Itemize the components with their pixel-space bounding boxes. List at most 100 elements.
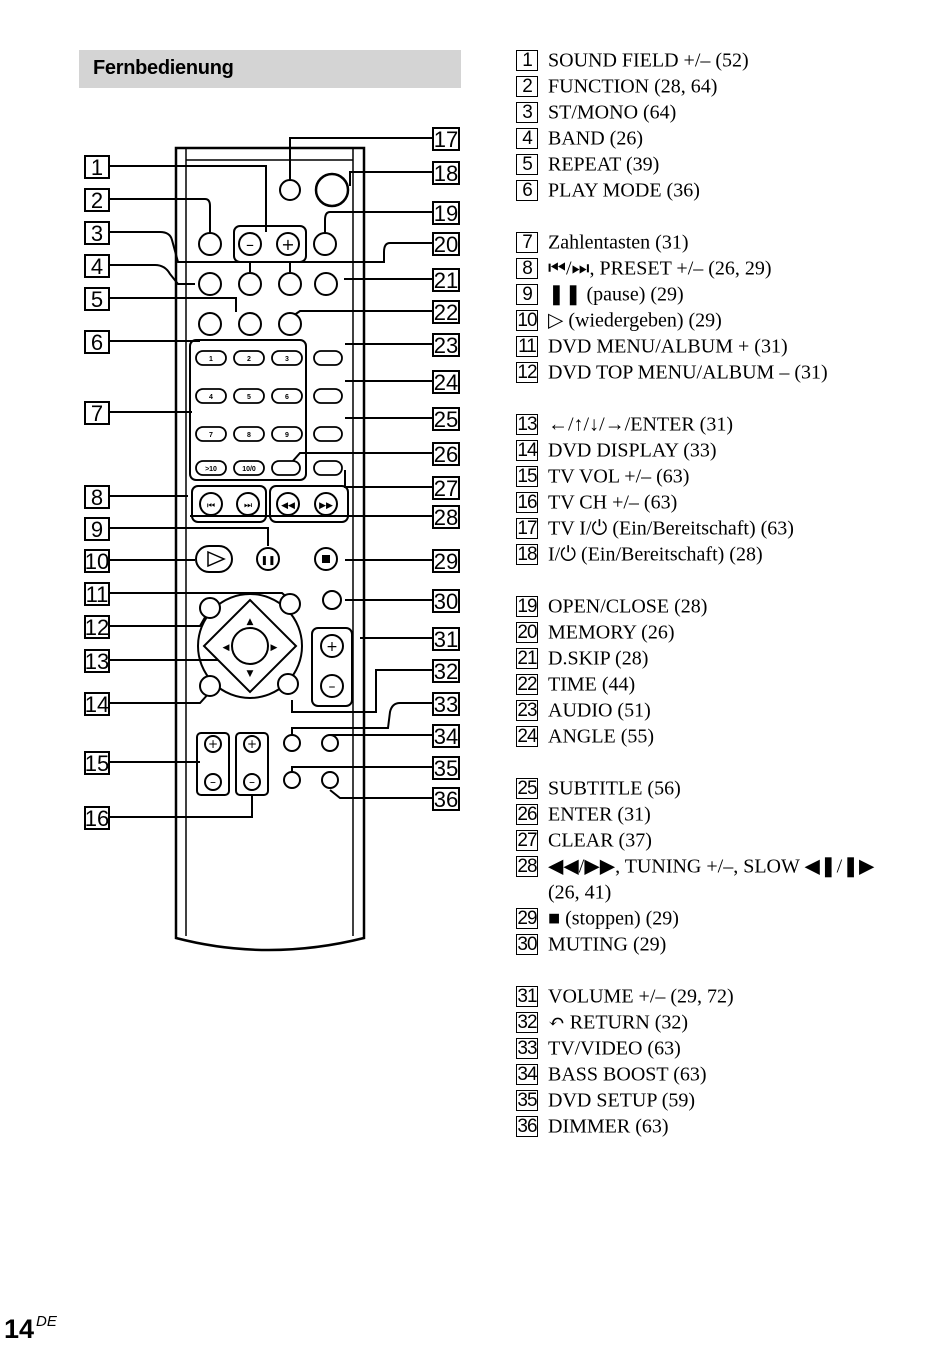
svg-text:10: 10	[85, 549, 109, 574]
skip-key-group	[191, 485, 267, 523]
numeric-key-label: 9	[285, 432, 289, 439]
legend-text: ←/↑/↓/→/ENTER (31)	[548, 413, 733, 436]
svg-text:6: 6	[91, 330, 103, 355]
legend-number: 27	[516, 829, 538, 851]
legend-text: ❚❚ (pause) (29)	[548, 283, 684, 306]
numeric-key-label: 1	[209, 356, 213, 363]
legend-text: TIME (44)	[548, 673, 636, 696]
play-mode-button	[198, 312, 222, 336]
legend-number: 24	[516, 725, 538, 747]
svg-text:21: 21	[434, 268, 458, 293]
svg-text:27: 27	[434, 476, 458, 501]
legend-text: D.SKIP (28)	[548, 647, 649, 670]
tv-ch-plus-button	[243, 735, 261, 753]
svg-text:14: 14	[85, 692, 109, 717]
legend-number: 7	[516, 231, 538, 253]
time-button	[278, 312, 302, 336]
nav-ring	[197, 593, 303, 699]
svg-text:4: 4	[91, 254, 103, 279]
memory-button	[278, 272, 302, 296]
legend-number: 30	[516, 933, 538, 955]
svg-text:11: 11	[86, 582, 109, 607]
pause-button	[256, 547, 280, 571]
sound-field-plus-button	[276, 232, 300, 256]
legend-number: 4	[516, 127, 538, 149]
legend-text: (26, 41)	[548, 881, 612, 904]
power-button	[314, 172, 350, 208]
svg-text:+: +	[247, 737, 257, 751]
section-title-banner: Fernbedienung	[79, 50, 461, 88]
legend-number: 33	[516, 1037, 538, 1059]
legend-number: 20	[516, 621, 538, 643]
svg-text:31: 31	[434, 627, 458, 652]
svg-text:+: +	[208, 737, 218, 751]
legend-item: 21 D.SKIP (28)	[516, 645, 648, 669]
svg-text:7: 7	[91, 401, 103, 426]
search-key-group	[269, 485, 349, 523]
svg-text:▶▶: ▶▶	[319, 501, 333, 511]
svg-text:30: 30	[434, 589, 458, 614]
legend-number: 14	[516, 439, 538, 461]
tv-vol-minus-button	[204, 773, 222, 791]
legend-number: 2	[516, 75, 538, 97]
legend-item: 13 ←/↑/↓/→/ENTER (31)	[516, 411, 733, 435]
svg-text:▶: ▶	[271, 643, 278, 653]
svg-text:▲: ▲	[247, 617, 254, 627]
legend-item: 10▷ (wiedergeben) (29)	[516, 307, 722, 331]
legend-text: SUBTITLE (56)	[548, 777, 681, 800]
legend-text: ↶ RETURN (32)	[548, 1011, 689, 1034]
volume-plus-button	[320, 634, 344, 658]
svg-text:–: –	[210, 775, 216, 789]
svg-text:18: 18	[434, 161, 458, 186]
svg-text:19: 19	[434, 201, 458, 226]
remote-control-diagram: – + 1 2 3 4 5 6 7 8 9 >10 10/0	[84, 127, 460, 952]
svg-text:25: 25	[434, 407, 458, 432]
menu-button	[279, 593, 301, 615]
clear-button	[313, 460, 343, 476]
svg-text:22: 22	[434, 300, 458, 325]
tv-video-button	[283, 734, 301, 752]
legend-item-continuation: (26, 41)	[516, 879, 611, 903]
svg-text:26: 26	[434, 442, 458, 467]
svg-text:–: –	[249, 775, 255, 789]
legend-number: 3	[516, 101, 538, 123]
legend-number: 13	[516, 413, 538, 435]
subtitle-button	[313, 426, 343, 442]
legend-text: CLEAR (37)	[548, 829, 652, 852]
tv-vol-plus-button	[204, 735, 222, 753]
volume-minus-button	[320, 674, 344, 698]
legend-text: VOLUME +/– (29, 72)	[548, 985, 734, 1008]
top-menu-button	[199, 597, 221, 619]
svg-text:32: 32	[434, 659, 458, 684]
band-button	[198, 272, 222, 296]
legend-number: 12	[516, 361, 538, 383]
muting-button	[322, 590, 342, 610]
legend-number: 36	[516, 1115, 538, 1137]
angle-button	[313, 388, 343, 404]
legend-number: 9	[516, 283, 538, 305]
function-button	[198, 232, 222, 256]
legend-number: 21	[516, 647, 538, 669]
legend-item: 9 ❚❚ (pause) (29)	[516, 281, 684, 305]
numeric-key-label: 5	[247, 394, 251, 401]
legend-text: DVD MENU/ALBUM + (31)	[548, 335, 788, 358]
legend-number: 1	[516, 49, 538, 71]
svg-text:20: 20	[434, 232, 458, 257]
svg-text:33: 33	[434, 692, 458, 717]
dimmer-button	[321, 771, 339, 789]
